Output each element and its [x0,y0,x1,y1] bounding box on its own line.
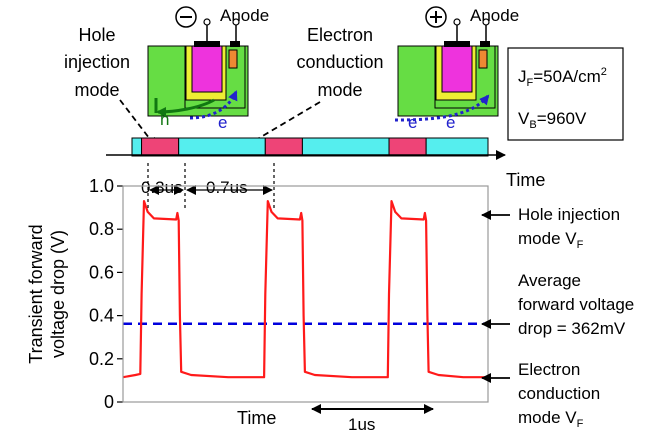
electron-mode-label-line-2: conduction [296,52,383,72]
y-tick-label: 0.8 [89,219,114,239]
minus-sign-circle [175,6,197,28]
y-axis-ticks: 0 0.2 0.4 0.6 0.8 1.0 [89,176,123,412]
device-left-orange-region [228,49,238,69]
timeline-segment-electron [178,137,266,157]
jf-parameter: JF=50A/cm2 [518,66,607,89]
hole-vf-line-1: Hole injection [518,205,620,224]
y-axis-label-line-2: voltage drop (V) [48,230,68,358]
device-left-terminal-2 [232,18,240,26]
hole-mode-label-line-2: injection [64,52,130,72]
electron-carrier-label-right-2: e [446,113,455,132]
device-right-electrode-1 [444,41,470,47]
device-right-terminal-2 [482,18,490,26]
electron-vf-line-1: Electron [518,360,580,379]
parameter-box-frame [507,47,624,141]
electron-mode-label-line-3: mode [317,80,362,100]
parameter-box: JF=50A/cm2 VB=960V [507,47,624,141]
electron-carrier-label-left: e [218,113,227,132]
timeline-segment-electron [425,137,489,157]
hole-mode-label-line-1: Hole [78,25,115,45]
device-left-electrode-2 [230,41,240,47]
hole-mode-label-line-3: mode [74,80,119,100]
waveform-series [122,200,488,379]
time-axis-label-top: Time [506,170,545,190]
hole-flow-arrow [156,98,215,117]
y-tick-label: 0.2 [89,349,114,369]
electron-vf-line-3: mode VF [518,408,584,430]
device-left-electrode-1 [194,41,220,47]
voltage-chart: 0 0.2 0.4 0.6 0.8 1.0 Transient forward volta… [26,176,489,434]
period-label: 1us [348,415,375,434]
device-right-orange-region [478,49,488,69]
device-right-terminal-1 [453,18,461,26]
electron-mode-label-line-1: Electron [307,25,373,45]
timeline-segment-hole [141,137,180,157]
y-tick-label: 0 [104,392,114,412]
device-right-magenta-region [441,45,473,93]
duration-hole-label: 0.3us [141,178,183,197]
average-line-1: Average [518,271,581,290]
device-left-terminal-1 [203,18,211,26]
timeline-segment-electron [301,137,390,157]
average-line-2: forward voltage [518,295,634,314]
device-left-magenta-region [191,45,223,93]
y-tick-label: 0.4 [89,306,114,326]
electron-carrier-label-right-1: e [408,113,417,132]
hole-vf-line-2: mode VF [518,229,584,251]
device-right: Anode e e [394,6,519,132]
timeline-segment-hole [264,137,303,157]
timeline-segment-hole [388,137,427,157]
anode-label-right: Anode [470,6,519,25]
x-axis-label: Time [237,408,276,428]
y-tick-label: 1.0 [89,176,114,196]
y-axis-label-line-1: Transient forward [26,224,46,363]
duration-electron-label: 0.7us [206,178,248,197]
anode-label-left: Anode [220,6,269,25]
mode-timeline [131,137,489,157]
timeline-segment-electron [131,137,143,157]
electron-vf-line-2: conduction [518,384,600,403]
vb-parameter: VB=960V [518,109,587,131]
plot-frame [122,185,489,403]
average-line-3: drop = 362mV [518,319,626,338]
hole-carrier-label: h [160,110,169,129]
device-right-electrode-2 [480,41,490,47]
y-tick-label: 0.6 [89,262,114,282]
device-left: Anode h e [147,6,269,132]
plus-sign-circle [425,6,447,28]
